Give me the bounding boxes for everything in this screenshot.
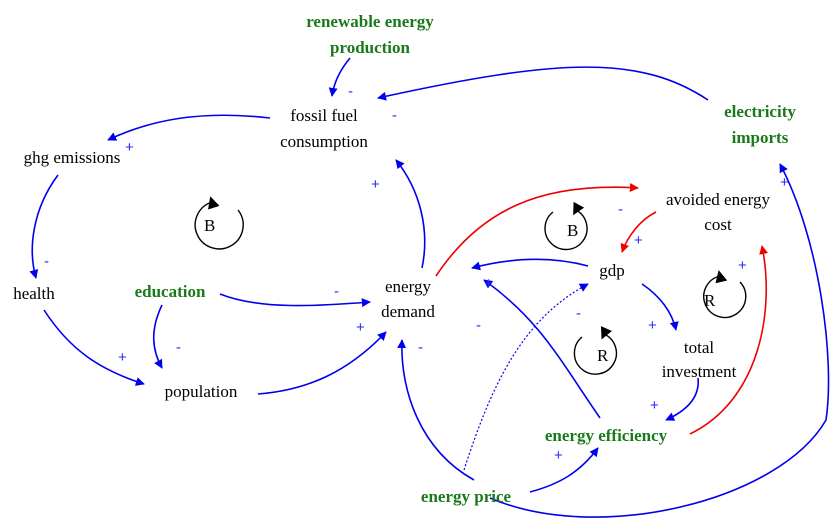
polarity-price-demand: -	[418, 339, 423, 356]
polarity-demand-avoided: -	[618, 201, 623, 218]
polarity-investment-efficiency: +	[650, 397, 659, 414]
link-renewable-to-fossil	[328, 57, 351, 97]
node-gdp: gdp	[599, 261, 625, 280]
polarity-avoided-gdp: +	[634, 232, 643, 249]
polarity-education-population: -	[176, 339, 181, 356]
loop-label-2: B	[567, 221, 578, 240]
loop-label-1: B	[204, 216, 215, 235]
node-population: population	[165, 382, 238, 401]
link-ghg-to-health	[29, 174, 59, 279]
link-price-to-electricity	[489, 163, 830, 518]
link-efficiency-to-demand	[483, 279, 601, 419]
node-total-investment-line1: total	[684, 338, 714, 357]
polarity-efficiency-avoided: +	[738, 257, 747, 274]
polarity-price-electricity: +	[780, 174, 789, 191]
loop-marker-1-arc	[194, 196, 244, 250]
polarity-population-demand: +	[356, 319, 365, 336]
polarity-ghg-health: -	[44, 253, 49, 270]
polarity-demand-fossil: +	[371, 176, 380, 193]
node-energy-demand-line2: demand	[381, 302, 435, 321]
link-demand-to-fossil	[395, 159, 426, 269]
node-renewable-energy-production: renewable energy production	[306, 12, 434, 57]
node-fossil-line1: fossil fuel	[290, 106, 358, 125]
node-avoided-line1: avoided energy	[666, 190, 771, 209]
polarity-gdp-demand: +	[484, 275, 493, 292]
link-investment-to-efficiency	[665, 377, 699, 421]
loop-label-4: R	[597, 346, 609, 365]
node-avoided-line2: cost	[704, 215, 732, 234]
loop-label-3: R	[704, 291, 716, 310]
polarity-renewable-fossil: -	[348, 83, 353, 100]
node-energy-demand-line1: energy	[385, 277, 431, 296]
link-education-to-population	[152, 304, 163, 369]
node-education: education	[135, 282, 206, 301]
link-health-to-population	[43, 309, 145, 386]
link-education-to-demand	[219, 293, 371, 308]
polarity-efficiency-demand: -	[476, 317, 481, 334]
node-total-investment-line2: investment	[662, 362, 737, 381]
loop-marker-4-arc	[573, 326, 618, 375]
polarity-gdp-investment: +	[648, 317, 657, 334]
loop-marker-3-arc	[703, 270, 747, 319]
link-electricity-to-fossil	[377, 66, 709, 101]
loop-marker-2-arc	[544, 201, 588, 251]
link-price-to-gdp	[463, 283, 589, 471]
polarity-health-population: +	[118, 349, 127, 366]
node-electricity-line1: electricity	[724, 102, 796, 121]
link-demand-to-avoided	[435, 183, 639, 277]
link-gdp-to-demand	[471, 258, 589, 271]
link-gdp-to-investment	[641, 283, 679, 331]
node-avoided-energy-cost: avoided energy cost	[666, 190, 771, 234]
node-total-investment: total investment	[662, 338, 737, 381]
node-renewable-line1: renewable energy	[306, 12, 434, 31]
link-population-to-demand	[257, 331, 387, 395]
link-price-to-demand	[397, 339, 475, 481]
node-energy-price: energy price	[421, 487, 512, 506]
node-fossil-fuel-consumption: fossil fuel consumption	[280, 106, 368, 151]
node-ghg-emissions: ghg emissions	[24, 148, 121, 167]
polarity-price-efficiency: +	[554, 447, 563, 464]
node-energy-efficiency: energy efficiency	[545, 426, 668, 445]
node-energy-demand: energy demand	[381, 277, 435, 321]
node-fossil-line2: consumption	[280, 132, 368, 151]
link-avoided-to-gdp	[620, 211, 657, 253]
link-price-to-efficiency	[529, 447, 599, 493]
polarity-price-gdp: -	[576, 305, 581, 322]
node-electricity-line2: imports	[732, 128, 789, 147]
node-electricity-imports: electricity imports	[724, 102, 796, 147]
link-efficiency-to-avoided	[689, 245, 769, 435]
node-renewable-line2: production	[330, 38, 411, 57]
polarity-education-demand: -	[334, 283, 339, 300]
polarity-fossil-ghg: +	[125, 139, 134, 156]
polarity-electricity-fossil: -	[392, 107, 397, 124]
link-fossil-to-ghg	[107, 114, 271, 141]
node-health: health	[13, 284, 55, 303]
